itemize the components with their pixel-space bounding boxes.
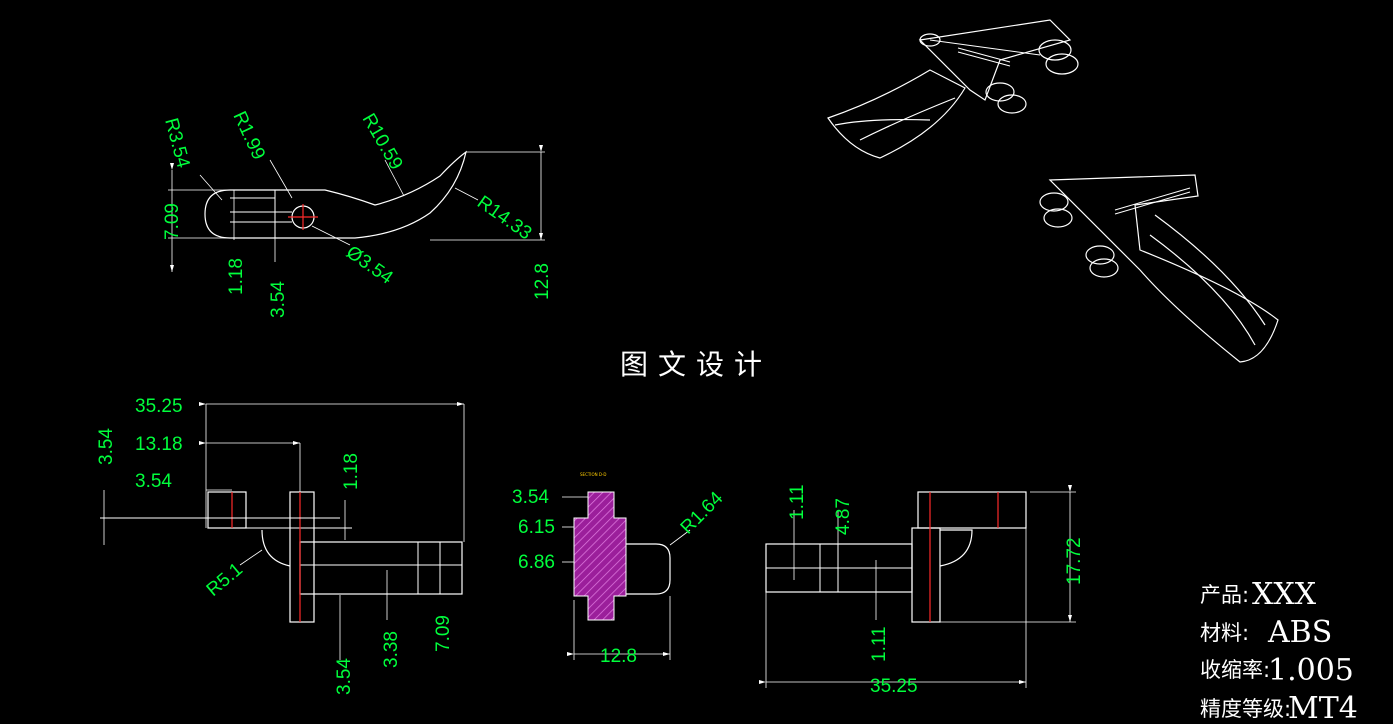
top-view-dimensions: R3.54 R1.99 R10.59 R14.33 7.09 1.18 3.54… — [160, 108, 553, 318]
dim-1318: 13.18 — [135, 434, 183, 455]
section-label: SECTION D-D — [580, 472, 607, 477]
dim-128: 12.8 — [532, 263, 553, 300]
dim-354: 3.54 — [268, 281, 289, 318]
dim-128-sec: 12.8 — [600, 646, 637, 667]
precision-value: MT4 — [1288, 691, 1358, 724]
dim-r164: R1.64 — [677, 488, 728, 539]
dim-118-left: 1.18 — [341, 453, 362, 490]
product-value: XXX — [1252, 577, 1317, 612]
dim-709-left: 7.09 — [433, 615, 454, 652]
precision-label: 精度等级: — [1200, 697, 1291, 721]
isometric-view-1 — [827, 19, 1079, 159]
dim-3525-left: 35.25 — [135, 396, 183, 417]
section-view: SECTION D-D — [562, 472, 691, 660]
dim-111-a: 1.11 — [787, 484, 808, 520]
dim-r1059: R10.59 — [358, 110, 407, 174]
dim-354-left-c: 3.54 — [334, 658, 355, 695]
isometric-view-2 — [1039, 174, 1279, 363]
dim-r354: R3.54 — [160, 116, 194, 171]
dim-615: 6.15 — [518, 517, 555, 538]
left-view-dimensions: 35.25 13.18 3.54 3.54 1.18 R5.1 3.54 3.3… — [96, 396, 454, 695]
dim-354-left-b: 3.54 — [135, 471, 172, 492]
dim-354-left-a: 3.54 — [96, 428, 117, 465]
info-block: 产品: XXX 材料: ABS 收缩率: 1.005 精度等级: MT4 — [1200, 577, 1358, 724]
dim-487: 4.87 — [833, 498, 854, 535]
product-label: 产品: — [1200, 583, 1249, 607]
material-value: ABS — [1267, 615, 1332, 650]
left-view — [100, 402, 465, 660]
drawing-title: 图文设计 — [620, 348, 772, 381]
dim-phi354: Ø3.54 — [342, 242, 397, 289]
shrinkage-value: 1.005 — [1268, 653, 1354, 688]
dim-r199: R1.99 — [228, 108, 268, 163]
shrinkage-label: 收缩率: — [1200, 658, 1270, 682]
dim-1772: 17.72 — [1064, 537, 1085, 585]
dim-686: 6.86 — [518, 552, 555, 573]
right-view — [759, 485, 1076, 688]
dim-118: 1.18 — [226, 258, 247, 295]
top-view — [168, 145, 545, 272]
material-label: 材料: — [1200, 621, 1249, 645]
right-view-dimensions: 1.11 4.87 1.11 17.72 35.25 — [787, 484, 1085, 697]
dim-r1433: R14.33 — [473, 192, 535, 244]
dim-111-b: 1.11 — [869, 626, 890, 662]
dim-354-sec: 3.54 — [512, 487, 549, 508]
dim-3525-right: 35.25 — [870, 676, 918, 697]
dim-338: 3.38 — [381, 631, 402, 668]
dim-709: 7.09 — [162, 203, 183, 240]
